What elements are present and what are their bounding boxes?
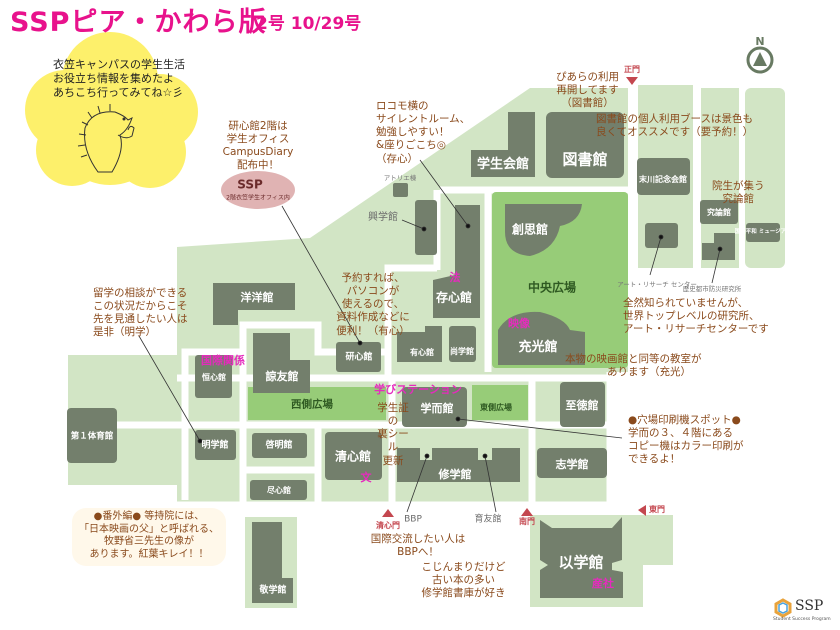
buildings [67, 112, 780, 603]
building-kogaku: 興学館 [368, 211, 398, 223]
note-locomo: ロコモ横の サイレントルーム、 勉強しやすい！ &座りごこち◎ （存心） [376, 100, 471, 165]
note-extra: ●番外編● 等持院には、 「日本映画の父」と呼ばれる、 牧野省三先生の像が あり… [72, 508, 226, 566]
note-stacks: こじんまりだけど 古い本の多い 修学館書庫が好き [421, 561, 506, 600]
ssp-badge-subtitle: 2階衣笠学生オフィス内 [226, 194, 290, 202]
building-kyuron: 究論館 [707, 208, 731, 217]
note-library: 図書館の個人利用ブースは景色も 良くてオススメです（要予約！） [596, 113, 754, 139]
building-ryoyu: 諒友館 [265, 370, 299, 384]
note-printer: ●穴場印刷機スポット● 学而の３、４階にある コピー機はカラー印刷が できるよ！ [628, 414, 744, 466]
plaza-central: 中央広場 [527, 280, 577, 295]
gate-markers [382, 77, 646, 517]
building-keimei: 啓明館 [265, 440, 293, 451]
note-cinema: 本物の映画館と同等の教室が あります（充光） [565, 353, 702, 379]
note-bbp: 国際交流したい人は BBPへ！ [370, 533, 466, 559]
east-gate-icon [638, 505, 646, 516]
note-pc: 予約すれば、 パソコンが 使えるので、 資料作成などに 便利！（有心） [336, 272, 410, 337]
building-shugaku: 修学館 [438, 468, 472, 482]
note-piara: ぴあらの利用 再開してます （図書館） [556, 71, 619, 110]
building-kenshin: 研心館 [345, 352, 373, 363]
note-abroad: 留学の相談ができる この状況だからこそ 先を見通したい人は 是非（明学） [93, 287, 188, 339]
faculty-social-sciences: 産社 [592, 577, 614, 591]
ssp-logo-tagline: Student Success Program [773, 617, 831, 622]
building-atelier: アトリエ棟 [383, 173, 417, 182]
building-bbp: BBP [404, 514, 422, 525]
gate-main: 正門 [624, 65, 640, 74]
main-gate-icon [626, 77, 638, 85]
gate-south: 南門 [519, 517, 535, 526]
building-keigaku: 敬学館 [259, 585, 287, 596]
seishin-gate-icon [382, 509, 394, 517]
building-art-research: アート・リサーチ センター [617, 280, 697, 289]
ssp-badge-title: SSP [237, 177, 263, 192]
building-ikuyu: 育友館 [474, 514, 502, 525]
building-gakuseikaikan: 学生会館 [476, 156, 530, 172]
note-kyuron: 院生が集う 究論館 [712, 180, 765, 206]
building-disaster-institute: 歴史都市防災研究所 [682, 284, 742, 293]
faculty-international: 国際関係 [201, 354, 245, 368]
building-suegawa: 末川記念会館 [639, 175, 687, 184]
note-art-research: 全然知られていませんが、 世界トップレベルの研究所、 アート・リサーチセンターで… [623, 297, 769, 336]
faculty-law: 法 [449, 271, 461, 285]
compass-north-label: N [755, 35, 765, 49]
building-shogaku: 尚学館 [450, 347, 474, 356]
building-gakuji: 学而館 [420, 402, 454, 416]
note-kenshin: 研心館2階は 学生オフィス CampusDiary 配布中！ [222, 120, 294, 172]
plaza-east: 東側広場 [480, 403, 512, 412]
note-idcard: 学生証の 裏シール 更新 [377, 402, 409, 467]
newsletter-title: SSPピア・かわら版 [10, 7, 267, 38]
compass-icon [746, 46, 774, 74]
roads [60, 186, 630, 509]
ssp-logo-text: SSP [795, 598, 824, 614]
building-yoyo: 洋洋館 [240, 291, 274, 305]
intro-text: 衣笠キャンパスの学生生活 お役立ち情報を集めたよ あちこち行ってみてね☆彡 [53, 58, 185, 99]
leader-lines [138, 159, 723, 513]
building-juko: 充光館 [518, 339, 558, 355]
ssp-logo-icon [774, 598, 792, 618]
building-meigaku: 明学館 [201, 440, 229, 451]
building-museum: 国際平和 ミュージアム [734, 228, 792, 235]
gate-east: 東門 [649, 505, 665, 514]
building-yushin: 有心館 [410, 348, 434, 357]
issue-number: 2号 10/29号 [256, 14, 362, 34]
faculty-film: 映像 [508, 317, 530, 331]
south-gate-icon [521, 508, 533, 516]
ssp-office-badge [221, 171, 295, 209]
gate-seishin: 清心門 [376, 521, 400, 530]
building-zonshin: 存心館 [435, 290, 473, 305]
faculty-letters: 文 [360, 471, 372, 485]
hedgehog-illustration [77, 104, 135, 173]
building-seishin: 清心館 [334, 449, 372, 464]
east-plaza [472, 385, 528, 420]
building-koshin: 恒心館 [202, 373, 226, 382]
building-gym1: 第１体育館 [70, 431, 114, 442]
building-soshi: 創思館 [511, 222, 549, 237]
plaza-west: 西側広場 [291, 398, 333, 411]
building-shitoku: 至徳館 [565, 399, 599, 413]
speech-bubble [25, 32, 198, 188]
faculty-manabi-station: 学びステーション [374, 383, 462, 397]
building-jinshin: 尽心館 [267, 486, 291, 495]
building-toshokan: 図書館 [562, 150, 608, 169]
building-igaku: 以学館 [558, 553, 604, 572]
building-shigaku: 志学館 [555, 458, 589, 472]
